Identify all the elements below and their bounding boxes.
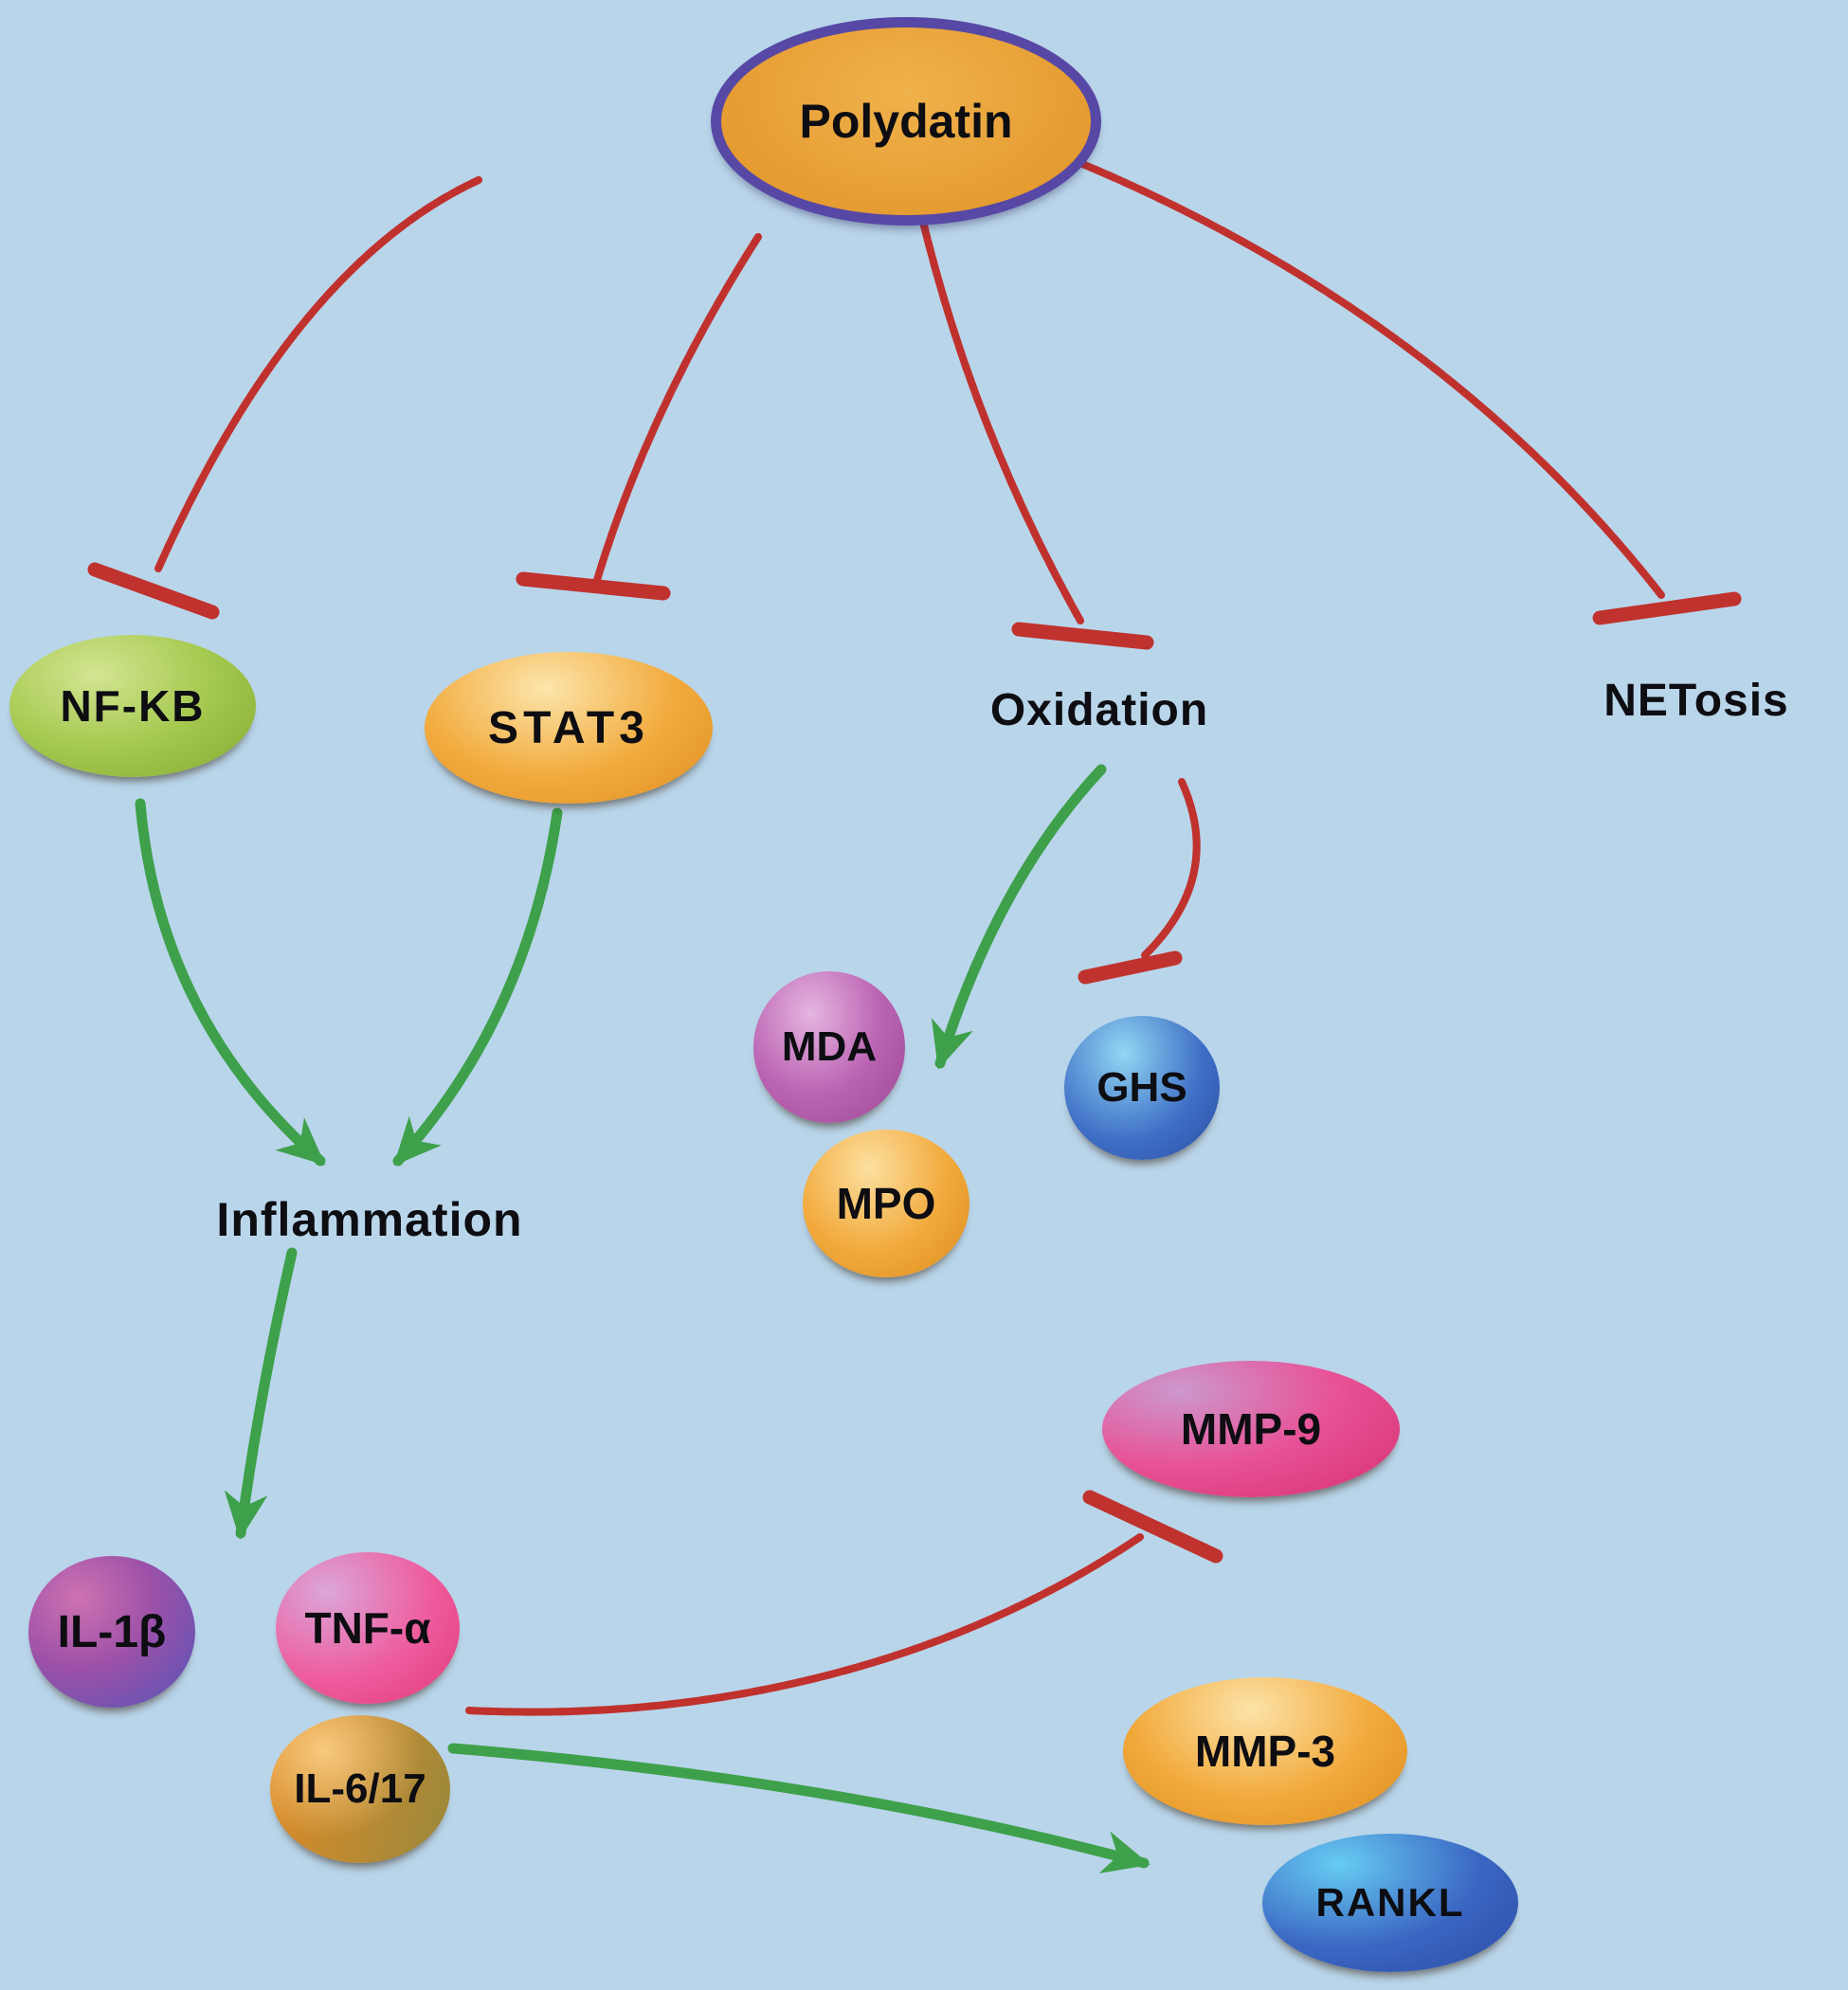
tbar-mmp9 bbox=[1082, 1490, 1223, 1564]
node-tnfa: TNF-α bbox=[276, 1552, 460, 1704]
node-il1b: IL-1β bbox=[28, 1556, 195, 1708]
tbar-stat3 bbox=[516, 571, 671, 601]
edge-inflammation-cytokines-activate bbox=[224, 1247, 298, 1540]
node-il617: IL-6/17 bbox=[270, 1715, 450, 1863]
edge-stat3-inflammation-activate bbox=[392, 807, 563, 1167]
node-mmp3: MMP-3 bbox=[1123, 1677, 1407, 1825]
tbar-oxidation bbox=[1011, 622, 1154, 650]
edge-polydatin-netosis-inhibit bbox=[1072, 157, 1665, 599]
node-mda: MDA bbox=[753, 971, 905, 1123]
edge-il617-mmp3-rankl-activate bbox=[447, 1743, 1150, 1874]
node-inflammation: Inflammation bbox=[216, 1193, 523, 1246]
edge-oxidation-mda-mpo-activate bbox=[931, 764, 1107, 1070]
node-oxidation: Oxidation bbox=[989, 684, 1209, 735]
edge-texture bbox=[1076, 161, 1661, 595]
tbar-netosis bbox=[1592, 591, 1742, 625]
tbar-nfkb bbox=[87, 562, 220, 620]
node-polydatin: Polydatin bbox=[711, 17, 1101, 226]
node-netosis: NETosis bbox=[1603, 675, 1789, 726]
node-rankl: RANKL bbox=[1262, 1834, 1518, 1972]
node-mpo: MPO bbox=[803, 1130, 969, 1277]
edge-oxidation-ghs-inhibit bbox=[1141, 778, 1201, 959]
edge-texture bbox=[597, 237, 758, 580]
node-nfkb: NF-KB bbox=[9, 635, 256, 777]
edge-polydatin-nfkb-inhibit bbox=[154, 176, 482, 572]
edge-polydatin-stat3-inhibit bbox=[593, 233, 762, 584]
edge-texture bbox=[158, 180, 479, 569]
edge-polydatin-oxidation-inhibit bbox=[920, 222, 1084, 624]
edge-tnfa-mmp9-inhibit bbox=[465, 1533, 1144, 1716]
edge-nfkb-inflammation-activate bbox=[135, 798, 326, 1167]
edge-texture bbox=[469, 1537, 1140, 1712]
node-stat3: STAT3 bbox=[425, 652, 713, 804]
edge-texture bbox=[924, 226, 1080, 621]
node-mmp9: MMP-9 bbox=[1102, 1361, 1400, 1497]
tbar-ghs bbox=[1078, 950, 1183, 985]
node-ghs: GHS bbox=[1064, 1016, 1220, 1160]
